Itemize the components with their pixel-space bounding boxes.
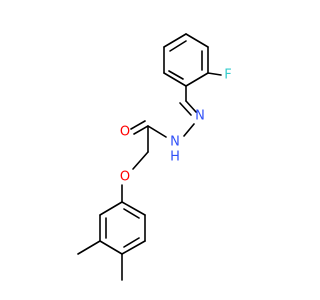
aromatic-inner-bond [123,208,140,219]
fluorophenyl-ring [163,33,209,87]
bond [163,72,187,87]
bond [179,102,192,116]
carbonyl-oxygen-atom: O [120,125,130,140]
bond-n-n [183,123,195,137]
bond [121,240,146,255]
imine-nitrogen-atom: N [195,109,205,124]
bond [99,201,123,216]
fluorine-atom: F [224,68,231,83]
ether-oxygen-atom: O [120,170,130,185]
bond [163,33,187,48]
bond [185,33,209,48]
aromatic-inner-bond [123,237,140,248]
bond [121,201,146,216]
bond [132,151,149,170]
bond-c-f [207,72,222,76]
amide-hydrogen-atom: H [170,150,180,165]
bond [185,100,197,113]
bond-c-o-double [130,120,146,130]
bond [99,240,123,255]
dimethylphenyl-ring [99,201,146,255]
bond [147,125,167,138]
aromatic-inner-bond [169,40,187,52]
methyl-bond [77,240,101,255]
aromatic-inner-bond [168,70,184,80]
bond-c-o-double [133,125,149,135]
amide-nitrogen-atom: N [170,135,180,150]
molecule-structure: F N N H O O [77,33,232,281]
bond [185,72,209,87]
